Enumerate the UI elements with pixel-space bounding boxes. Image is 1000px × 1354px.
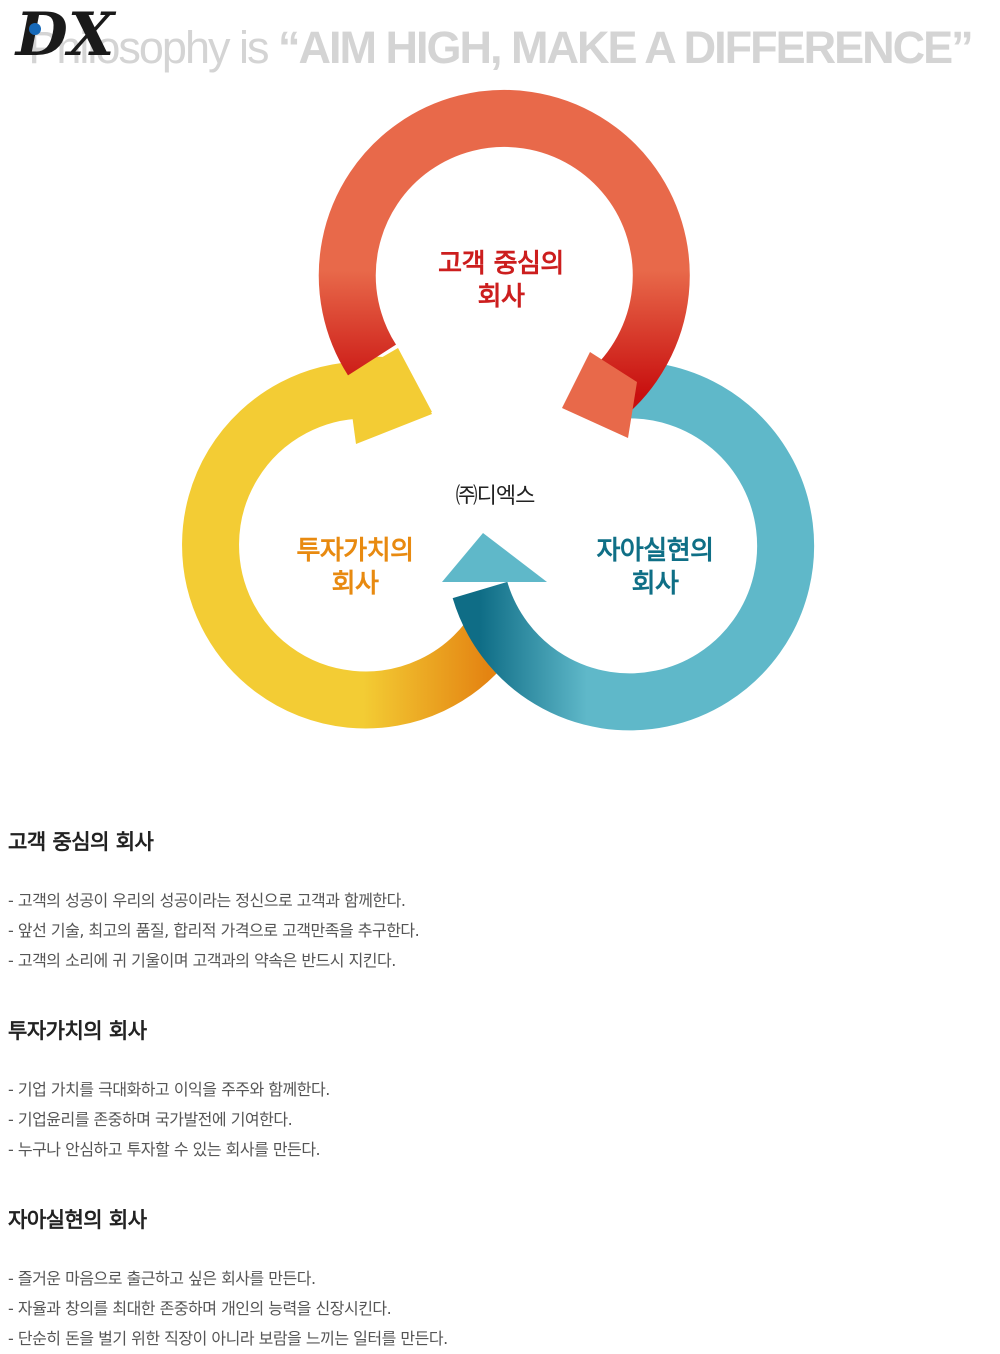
section-self-realization: 자아실현의 회사 - 즐거운 마음으로 출근하고 싶은 회사를 만든다. - 자… bbox=[8, 1204, 988, 1354]
list-item: - 자율과 창의를 최대한 존중하며 개인의 능력을 신장시킨다. bbox=[8, 1299, 392, 1318]
headline-prefix: Philosophy is bbox=[28, 22, 278, 73]
customer-centric-arrow bbox=[318, 89, 690, 438]
customer-centric-label: 고객 중심의 회사 bbox=[401, 248, 601, 314]
list-item: - 누구나 안심하고 투자할 수 있는 회사를 만든다. bbox=[8, 1140, 321, 1159]
philosophy-cycle-diagram: 고객 중심의 회사 투자가치의 회사 자아실현의 회사 DX ㈜디엑스 bbox=[14, 0, 815, 731]
section-list: - 고객의 성공이 우리의 성공이라는 정신으로 고객과 함께한다. - 앞선 … bbox=[8, 886, 988, 976]
self-realization-arrow bbox=[442, 361, 815, 731]
cycle-arrows-graphic bbox=[182, 89, 815, 731]
invest-value-label: 투자가치의 회사 bbox=[255, 535, 455, 601]
section-list: - 즐거운 마음으로 출근하고 싶은 회사를 만든다. - 자율과 창의를 최대… bbox=[8, 1264, 988, 1354]
list-item: - 고객의 성공이 우리의 성공이라는 정신으로 고객과 함께한다. bbox=[8, 891, 406, 910]
invest-value-arrow bbox=[182, 348, 511, 729]
self-realization-label: 자아실현의 회사 bbox=[555, 535, 755, 601]
section-title: 고객 중심의 회사 bbox=[8, 830, 154, 854]
self-realization-label-line1: 자아실현의 bbox=[596, 536, 714, 566]
list-item: - 기업 가치를 극대화하고 이익을 주주와 함께한다. bbox=[8, 1080, 330, 1099]
customer-centric-label-line2: 회사 bbox=[477, 282, 525, 312]
list-item: - 앞선 기술, 최고의 품질, 합리적 가격으로 고객만족을 추구한다. bbox=[8, 921, 420, 940]
section-invest-value: 투자가치의 회사 - 기업 가치를 극대화하고 이익을 주주와 함께한다. - … bbox=[8, 1015, 988, 1165]
self-realization-label-line2: 회사 bbox=[631, 569, 679, 599]
section-list: - 기업 가치를 극대화하고 이익을 주주와 함께한다. - 기업윤리를 존중하… bbox=[8, 1075, 988, 1165]
dx-logo-dot bbox=[29, 23, 41, 35]
company-name: ㈜디엑스 bbox=[455, 484, 536, 509]
invest-value-label-line2: 회사 bbox=[331, 569, 379, 599]
dx-logo: DX bbox=[14, 0, 117, 70]
list-item: - 기업윤리를 존중하며 국가발전에 기여한다. bbox=[8, 1110, 293, 1129]
philosophy-headline: Philosophy is “AIM HIGH, MAKE A DIFFEREN… bbox=[0, 22, 1000, 74]
dx-logo-text: DX bbox=[14, 0, 117, 70]
list-item: - 즐거운 마음으로 출근하고 싶은 회사를 만든다. bbox=[8, 1269, 316, 1288]
customer-centric-label-line1: 고객 중심의 bbox=[438, 249, 564, 279]
headline-slogan: “AIM HIGH, MAKE A DIFFERENCE” bbox=[277, 22, 974, 73]
invest-value-label-line1: 투자가치의 bbox=[296, 536, 414, 566]
list-item: - 고객의 소리에 귀 기울이며 고객과의 약속은 반드시 지킨다. bbox=[8, 951, 396, 970]
section-title: 자아실현의 회사 bbox=[8, 1208, 147, 1232]
list-item: - 단순히 돈을 벌기 위한 직장이 아니라 보람을 느끼는 일터를 만든다. bbox=[8, 1329, 448, 1348]
section-title: 투자가치의 회사 bbox=[8, 1019, 147, 1043]
section-customer-centric: 고객 중심의 회사 - 고객의 성공이 우리의 성공이라는 정신으로 고객과 함… bbox=[8, 826, 988, 976]
